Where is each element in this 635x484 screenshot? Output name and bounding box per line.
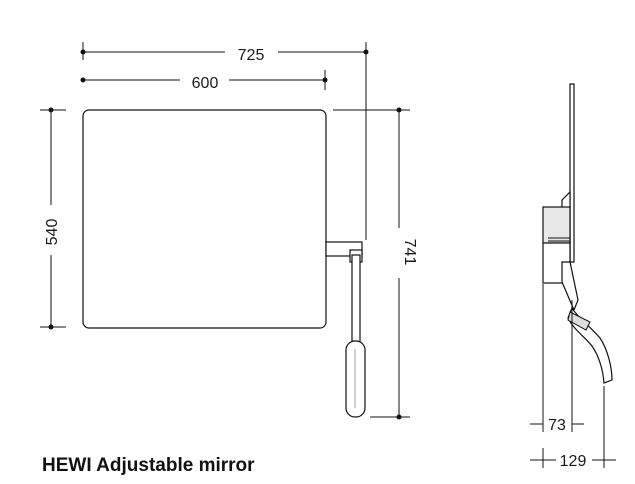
- mirror-panel: [82, 109, 327, 329]
- side-handle: [567, 306, 613, 384]
- dimension-mirror-height: 540: [40, 107, 66, 330]
- dim-label-741: 741: [401, 239, 418, 266]
- dim-label-540: 540: [44, 219, 61, 246]
- side-view: 73 129: [530, 83, 616, 470]
- adjustment-handle: [345, 340, 366, 418]
- dim-label-725: 725: [238, 47, 265, 64]
- dimension-overall-width: 725: [80, 42, 369, 240]
- dim-label-73: 73: [548, 417, 566, 434]
- side-hinge: [561, 261, 579, 312]
- dim-label-129: 129: [560, 453, 587, 470]
- dimension-mirror-width: 600: [80, 70, 328, 92]
- product-caption: HEWI Adjustable mirror: [42, 455, 255, 476]
- side-bracket: [542, 206, 571, 244]
- adjustment-rod: [351, 254, 361, 344]
- dimension-overall-height: 741: [333, 107, 418, 420]
- dim-label-600: 600: [192, 75, 219, 92]
